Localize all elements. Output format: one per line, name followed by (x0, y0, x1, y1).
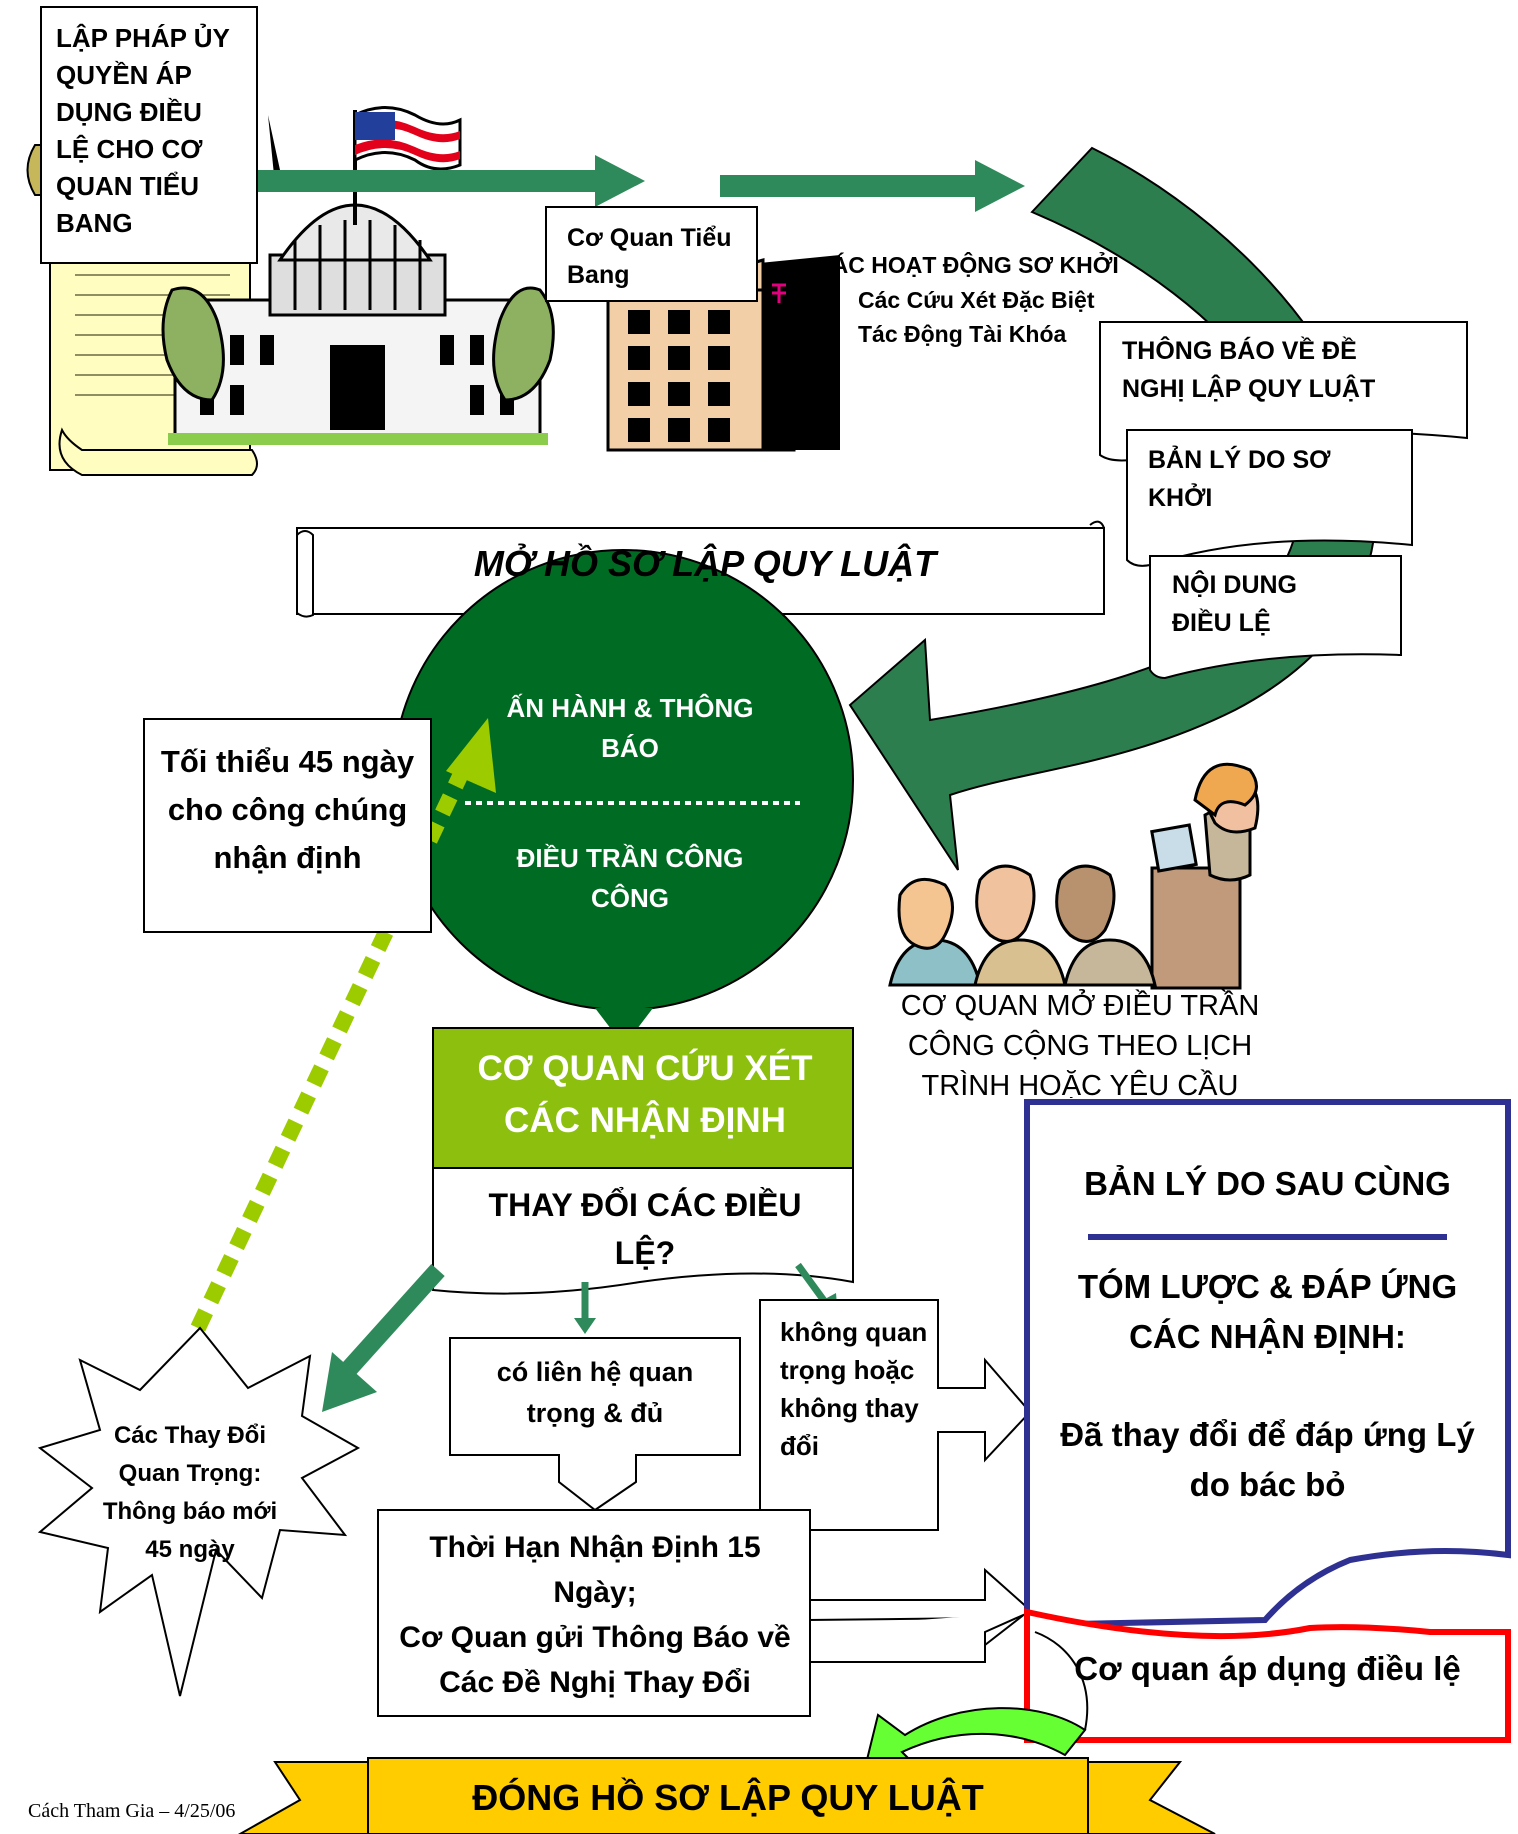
substantial-changes-text: Các Thay Đổi Quan Trọng: Thông báo mới 4… (102, 1422, 278, 1563)
us-flag-icon (353, 106, 462, 225)
state-agency-box: Cơ Quan Tiểu Bang (545, 206, 758, 302)
adopt-rule-text: Cơ quan áp dụng điều lệ (1074, 1650, 1461, 1687)
notice-document-text: THÔNG BÁO VỀ ĐỀ NGHỊ LẬP QUY LUẬT (1122, 337, 1376, 403)
arrow-to-related (574, 1318, 596, 1334)
arrow-agency-to-preliminary (720, 160, 1025, 212)
open-rulemaking-banner-text: MỞ HỒ SƠ LẬP QUY LUẬT (473, 543, 937, 584)
final-changed-text: Đã thay đổi để đáp ứng Lý do bác bỏ (1060, 1416, 1475, 1503)
final-summary-text: TÓM LƯỢC & ĐÁP ỨNG CÁC NHẬN ĐỊNH: (1077, 1268, 1458, 1355)
related-to-15day-arrow (449, 1337, 741, 1512)
public-hearing-people-icon (888, 762, 1260, 990)
content-document-shape (1149, 555, 1402, 680)
preliminary-item-special: Các Cứu Xét Đặc Biệt (858, 287, 1095, 313)
related-box: có liên hệ quan trọng & đủ (450, 1338, 740, 1455)
fifteen-day-line1: Thời Hạn Nhận Định 15 Ngày; (429, 1531, 761, 1609)
hearing-caption: CƠ QUAN MỞ ĐIỀU TRẦN CÔNG CỘNG THEO LỊCH… (900, 990, 1260, 1098)
public-hearing-text: ĐIỀU TRẦN CÔNG CÔNG (516, 843, 744, 913)
question-document-shape (432, 1167, 854, 1295)
fifteen-day-line2: Cơ Quan gửi Thông Báo về Các Đề Nghị Tha… (399, 1621, 791, 1699)
final-rationale-title: BẢN LÝ DO SAU CÙNG (1084, 1165, 1451, 1202)
related-text: có liên hệ quan trọng & đủ (496, 1357, 694, 1428)
dotted-comment-arrow (190, 751, 478, 1332)
preliminary-item-fiscal: Tác Động Tài Khóa (858, 321, 1067, 347)
prelim-rationale-text: BẢN LÝ DO SƠ KHỞI (1148, 446, 1331, 512)
legislature-box: LẬP PHÁP ỦY QUYỀN ÁP DỤNG ĐIỀU LỆ CHO CƠ… (40, 6, 258, 264)
review-header-fill (432, 1027, 854, 1169)
office-building-icon (606, 255, 840, 452)
minor-to-final-arrow (759, 1299, 1032, 1531)
substantial-changes-star (37, 1326, 361, 1697)
rule-content-text: NỘI DUNG ĐIỀU LỆ (1172, 571, 1297, 637)
minor-or-no-change-text: không quan trọng hoặc không thay đổi (780, 1317, 928, 1461)
review-header-text: CƠ QUAN CỨU XÉT CÁC NHẬN ĐỊNH (477, 1049, 813, 1140)
final-rationale-document (1024, 1099, 1511, 1629)
close-banner-ribbon (237, 1757, 1216, 1834)
publish-notice-text: ẤN HÀNH & THÔNG BÁO (506, 693, 754, 763)
preliminary-title: CÁC HOẠT ĐỘNG SƠ KHỞI (815, 252, 1119, 278)
footer-text: Cách Tham Gia – 4/25/06 (28, 1800, 236, 1822)
state-agency-text: Cơ Quan Tiểu Bang (567, 224, 732, 289)
arrow-legislature-to-agency (200, 155, 645, 207)
rationale-document-shape (1126, 429, 1413, 567)
comment-period-text: Tối thiểu 45 ngày cho công chúng nhận đị… (160, 744, 415, 875)
comment-period-box: Tối thiểu 45 ngày cho công chúng nhận đị… (143, 718, 432, 933)
fifteen-day-comment-text: Thời Hạn Nhận Định 15 Ngày; Cơ Quan gửi … (385, 1525, 805, 1705)
change-rules-question: THAY ĐỔI CÁC ĐIỀU LỆ? (488, 1187, 802, 1271)
capitol-building-icon (161, 203, 555, 445)
close-rulemaking-banner-text: ĐÓNG HỒ SƠ LẬP QUY LUẬT (472, 1777, 984, 1818)
adopt-rule-box (1024, 1608, 1511, 1743)
legislature-text: LẬP PHÁP ỦY QUYỀN ÁP DỤNG ĐIỀU LỆ CHO CƠ… (56, 23, 230, 238)
arrow-to-substantial (322, 1352, 377, 1412)
